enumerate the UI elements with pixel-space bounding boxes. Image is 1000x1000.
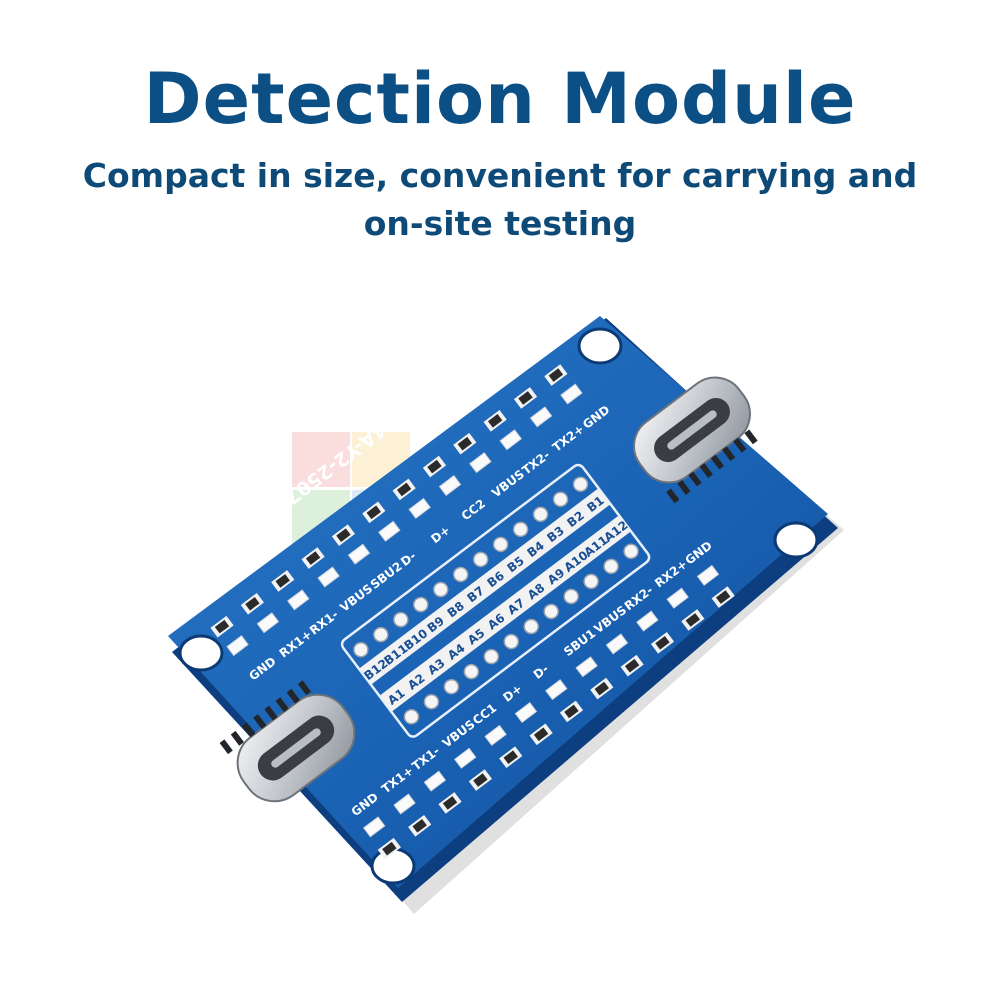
- usb-c-connector-bottom: [219, 680, 356, 803]
- resistor-row-bottom: [377, 586, 735, 860]
- led-row-top: [226, 383, 583, 657]
- solder-pads: B12 B11 B10 B9 B8 B7 B6 B5 B4 B3 B2 B1 A…: [353, 476, 639, 725]
- usb-c-connector-top: [633, 376, 758, 504]
- mounting-holes: [178, 327, 819, 885]
- page-subtitle: Compact in size, convenient for carrying…: [82, 156, 918, 243]
- page-title: Detection Module: [143, 58, 857, 140]
- resistor-row-top: [210, 364, 568, 638]
- contact-outline: [340, 463, 651, 738]
- led-row-bottom: [362, 564, 720, 838]
